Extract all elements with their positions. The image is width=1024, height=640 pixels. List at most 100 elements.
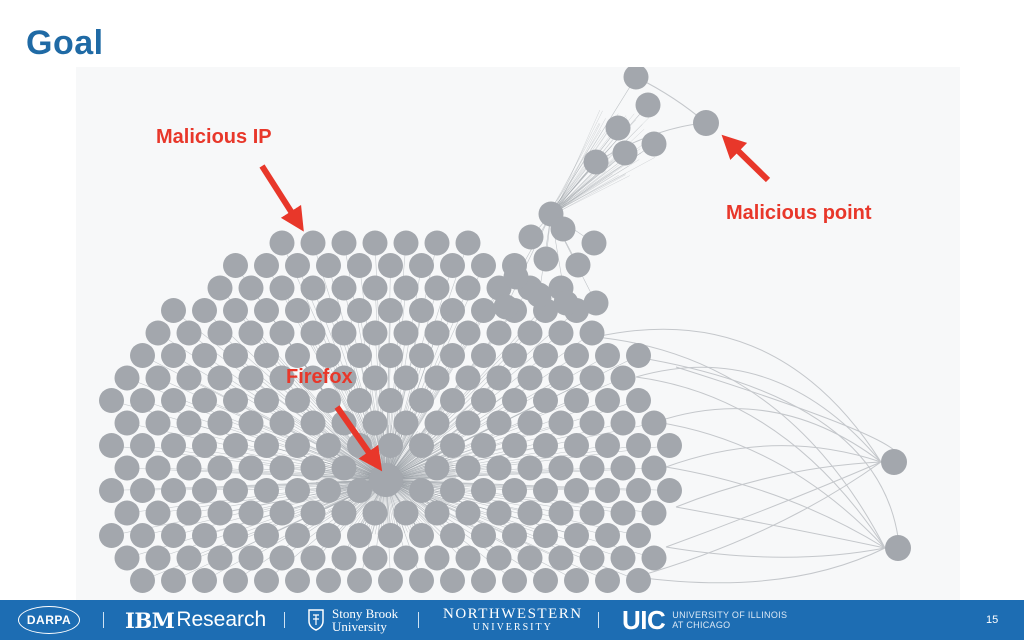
graph-node [527,283,552,308]
graph-node [564,568,589,593]
graph-node [192,298,217,323]
graph-node [626,523,651,548]
graph-node [518,546,543,571]
uic-name-line2: AT CHICAGO [672,620,787,630]
graph-node [130,478,155,503]
graph-node [332,456,357,481]
graph-node [285,523,310,548]
graph-node [440,523,465,548]
graph-node [595,343,620,368]
graph-node [301,546,326,571]
graph-node [270,456,295,481]
graph-node [518,366,543,391]
uic-mark-text: UIC [622,605,665,636]
graph-node [425,366,450,391]
graph-node [223,343,248,368]
graph-node [363,366,388,391]
graph-node [161,388,186,413]
graph-node [657,478,682,503]
graph-node [378,343,403,368]
graph-node [394,366,419,391]
graph-node [208,321,233,346]
graph-node [223,253,248,278]
graph-node [270,231,295,256]
graph-node [177,321,202,346]
graph-node [471,253,496,278]
graph-node [440,568,465,593]
graph-node [254,433,279,458]
graph-node [347,388,372,413]
graph-node [332,276,357,301]
graph-node [564,478,589,503]
shield-icon [308,609,324,631]
graph-node [239,366,264,391]
graph-node [347,568,372,593]
graph-node [626,568,651,593]
graph-node [394,276,419,301]
graph-node [606,116,631,141]
malicious-point-node [693,110,719,136]
graph-node [332,411,357,436]
graph-node [316,298,341,323]
graph-node [487,501,512,526]
graph-node [584,150,609,175]
edge-arc [666,462,881,547]
slide-title: Goal [26,24,104,63]
graph-node [161,568,186,593]
graph-node [316,523,341,548]
graph-node [239,546,264,571]
stony-brook-logo: Stony Brook University [308,600,398,640]
graph-node [99,523,124,548]
graph-node [564,523,589,548]
northwestern-logo: NORTHWESTERN UNIVERSITY [443,600,583,640]
graph-node [409,433,434,458]
graph-node [626,388,651,413]
graph-node [223,568,248,593]
graph-node [471,433,496,458]
graph-node [502,433,527,458]
graph-node [363,231,388,256]
graph-node [254,523,279,548]
graph-node [177,411,202,436]
graph-node [502,478,527,503]
graph-node [518,456,543,481]
graph-node [394,231,419,256]
graph-node [316,433,341,458]
graph-node [115,366,140,391]
graph-node [554,291,579,316]
graph-node [254,253,279,278]
graph-node [270,411,295,436]
graph-node [881,449,907,475]
graph-node [347,298,372,323]
graph-node [285,253,310,278]
graph-node [409,388,434,413]
graph-node [456,456,481,481]
graph-node [456,276,481,301]
graph-node [347,478,372,503]
graph-node [533,478,558,503]
footer-divider [418,612,419,628]
graph-node [208,276,233,301]
graph-node [518,411,543,436]
graph-node [487,546,512,571]
graph-node [192,478,217,503]
graph-node [99,433,124,458]
graph-node [425,501,450,526]
graph-node [611,366,636,391]
graph-node [146,366,171,391]
graph-node [456,366,481,391]
graph-node [161,298,186,323]
graph-node [580,546,605,571]
graph-node [177,501,202,526]
graph-node [130,388,155,413]
graph-node [130,343,155,368]
graph-node [642,546,667,571]
stony-brook-name-line2: University [332,620,398,633]
graph-node [564,343,589,368]
graph-node [115,546,140,571]
graph-node [518,321,543,346]
edge-arc [666,547,885,557]
graph-node [518,501,543,526]
graph-node [347,253,372,278]
graph-node [363,411,388,436]
